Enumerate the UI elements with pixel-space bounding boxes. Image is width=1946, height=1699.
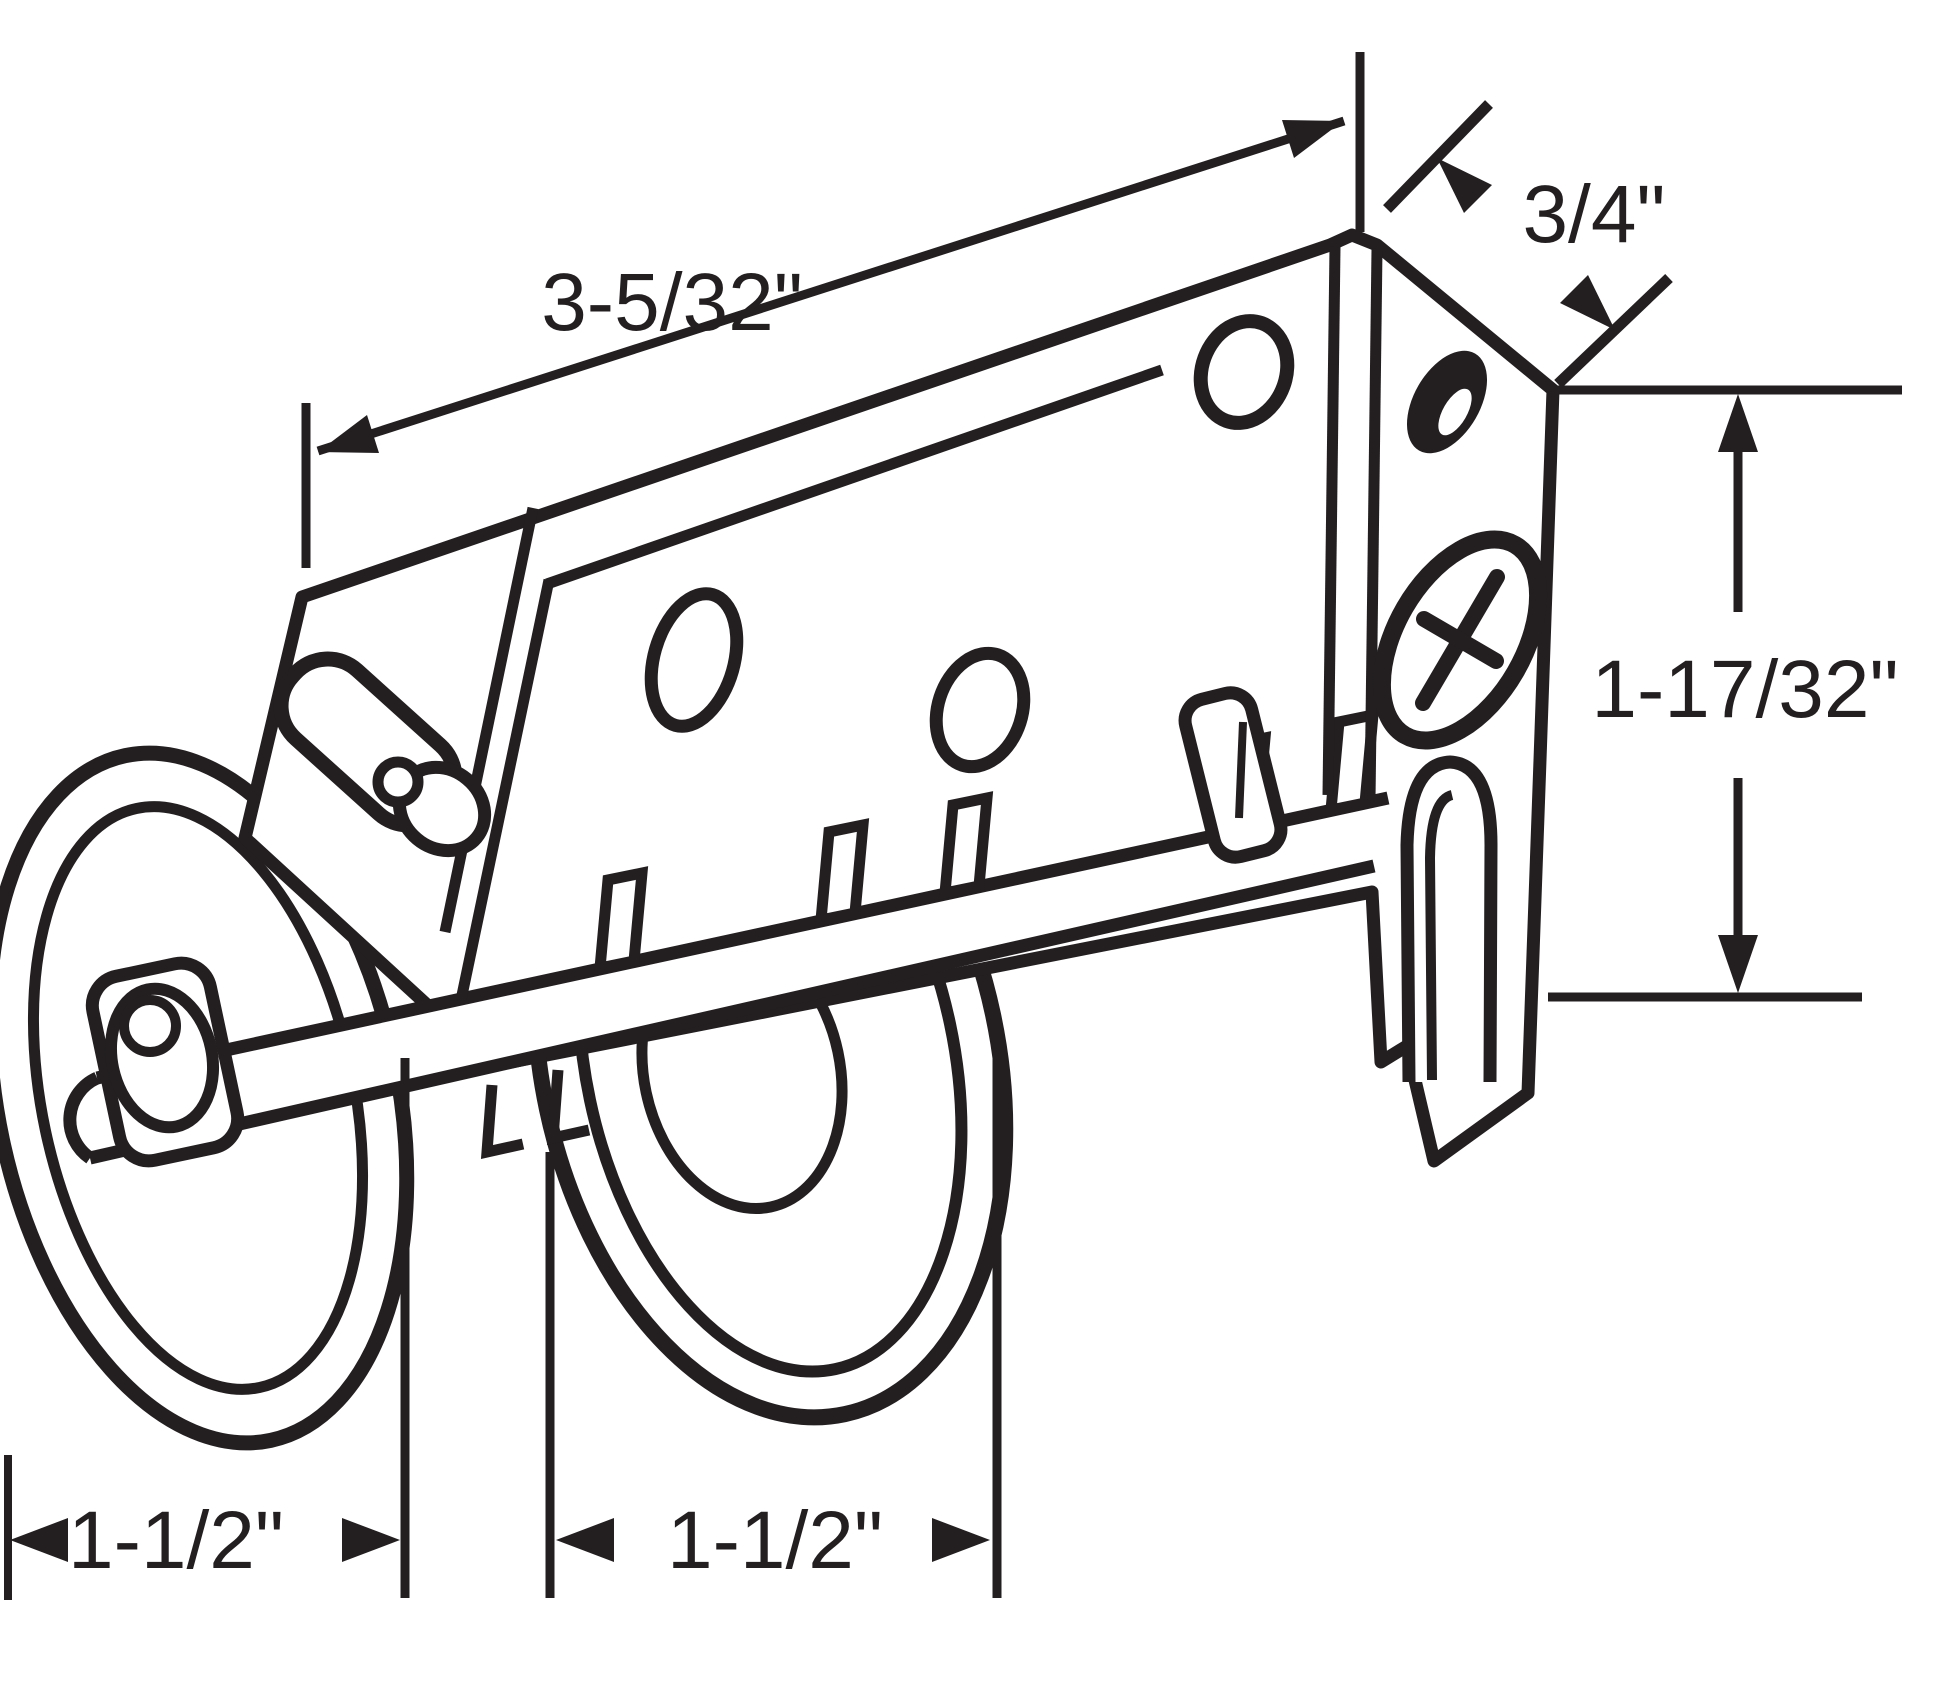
arrowhead-up-icon [1718, 394, 1758, 452]
dimension-label-right-wheel: 1-1/2" [667, 1495, 883, 1586]
housing-plate [238, 228, 1560, 1168]
dimension-depth: 3/4" [1383, 100, 1673, 388]
rail-tab [938, 791, 994, 900]
end-cap-details [1372, 350, 1548, 1083]
arrowhead-upper-icon [1437, 158, 1492, 213]
flap-crease-line-2 [455, 578, 555, 1002]
mounting-hole [1193, 314, 1295, 430]
phillips-cross-minor [1416, 611, 1504, 669]
flap-crease-line-1 [439, 506, 539, 934]
rivet-pin [273, 651, 492, 858]
dimension-side-height: 1-17/32" [1548, 385, 1902, 1002]
rail-hook-right [546, 1069, 591, 1145]
endcap-hole-highlight [1438, 388, 1472, 436]
mounting-hole [929, 646, 1031, 774]
arrowhead-right-icon [932, 1518, 990, 1562]
endcap-fold-line-1 [1322, 246, 1341, 796]
dimension-left-wheel: 1-1/2" [4, 1058, 410, 1600]
adjustment-arch-slot [1400, 755, 1498, 1083]
mounting-hole [644, 587, 744, 733]
top-lip-line [545, 364, 1164, 590]
tick-line [1383, 100, 1493, 213]
rail-hook-left [480, 1084, 525, 1159]
arrowhead-lower-icon [1560, 275, 1615, 330]
rail-strip [69, 798, 1388, 1158]
plate-holes [644, 314, 1295, 864]
slot-inner-line [1235, 721, 1247, 819]
fold-lines [439, 246, 1383, 1002]
bottom-rail [63, 791, 1390, 1165]
arrowhead-right-icon [342, 1518, 400, 1562]
dimension-line [316, 116, 1346, 456]
arrowhead-left-icon [556, 1518, 614, 1562]
dimension-right-wheel: 1-1/2" [545, 1042, 1002, 1598]
dimension-label-top-width: 3-5/32" [541, 257, 803, 348]
dimension-label-depth: 3/4" [1522, 169, 1665, 260]
arrowhead-left-icon [10, 1518, 68, 1562]
arrowhead-right-icon [1282, 120, 1343, 158]
endcap-hole [1406, 350, 1488, 454]
rail-top-edge [95, 791, 1390, 1085]
arrowhead-down-icon [1718, 935, 1758, 993]
rail-tab [814, 818, 870, 927]
rail-bottom-edge [88, 859, 1376, 1165]
axle-end [119, 995, 181, 1057]
arch-slot-inner-line [1424, 790, 1454, 1081]
arrowhead-left-icon [318, 415, 379, 453]
tick-line [1554, 274, 1673, 388]
dimension-label-side-height: 1-17/32" [1591, 644, 1898, 735]
pin-end-notch [372, 756, 424, 808]
left-wheel-axle-boss [85, 956, 245, 1168]
rail-tab [593, 866, 649, 975]
square-slot-hole [1178, 686, 1288, 864]
rail-left-cap [63, 1072, 100, 1164]
dimension-label-left-wheel: 1-1/2" [68, 1495, 284, 1586]
dimension-top-width: 3-5/32" [301, 52, 1365, 568]
endcap-fold-line-2 [1364, 248, 1383, 801]
